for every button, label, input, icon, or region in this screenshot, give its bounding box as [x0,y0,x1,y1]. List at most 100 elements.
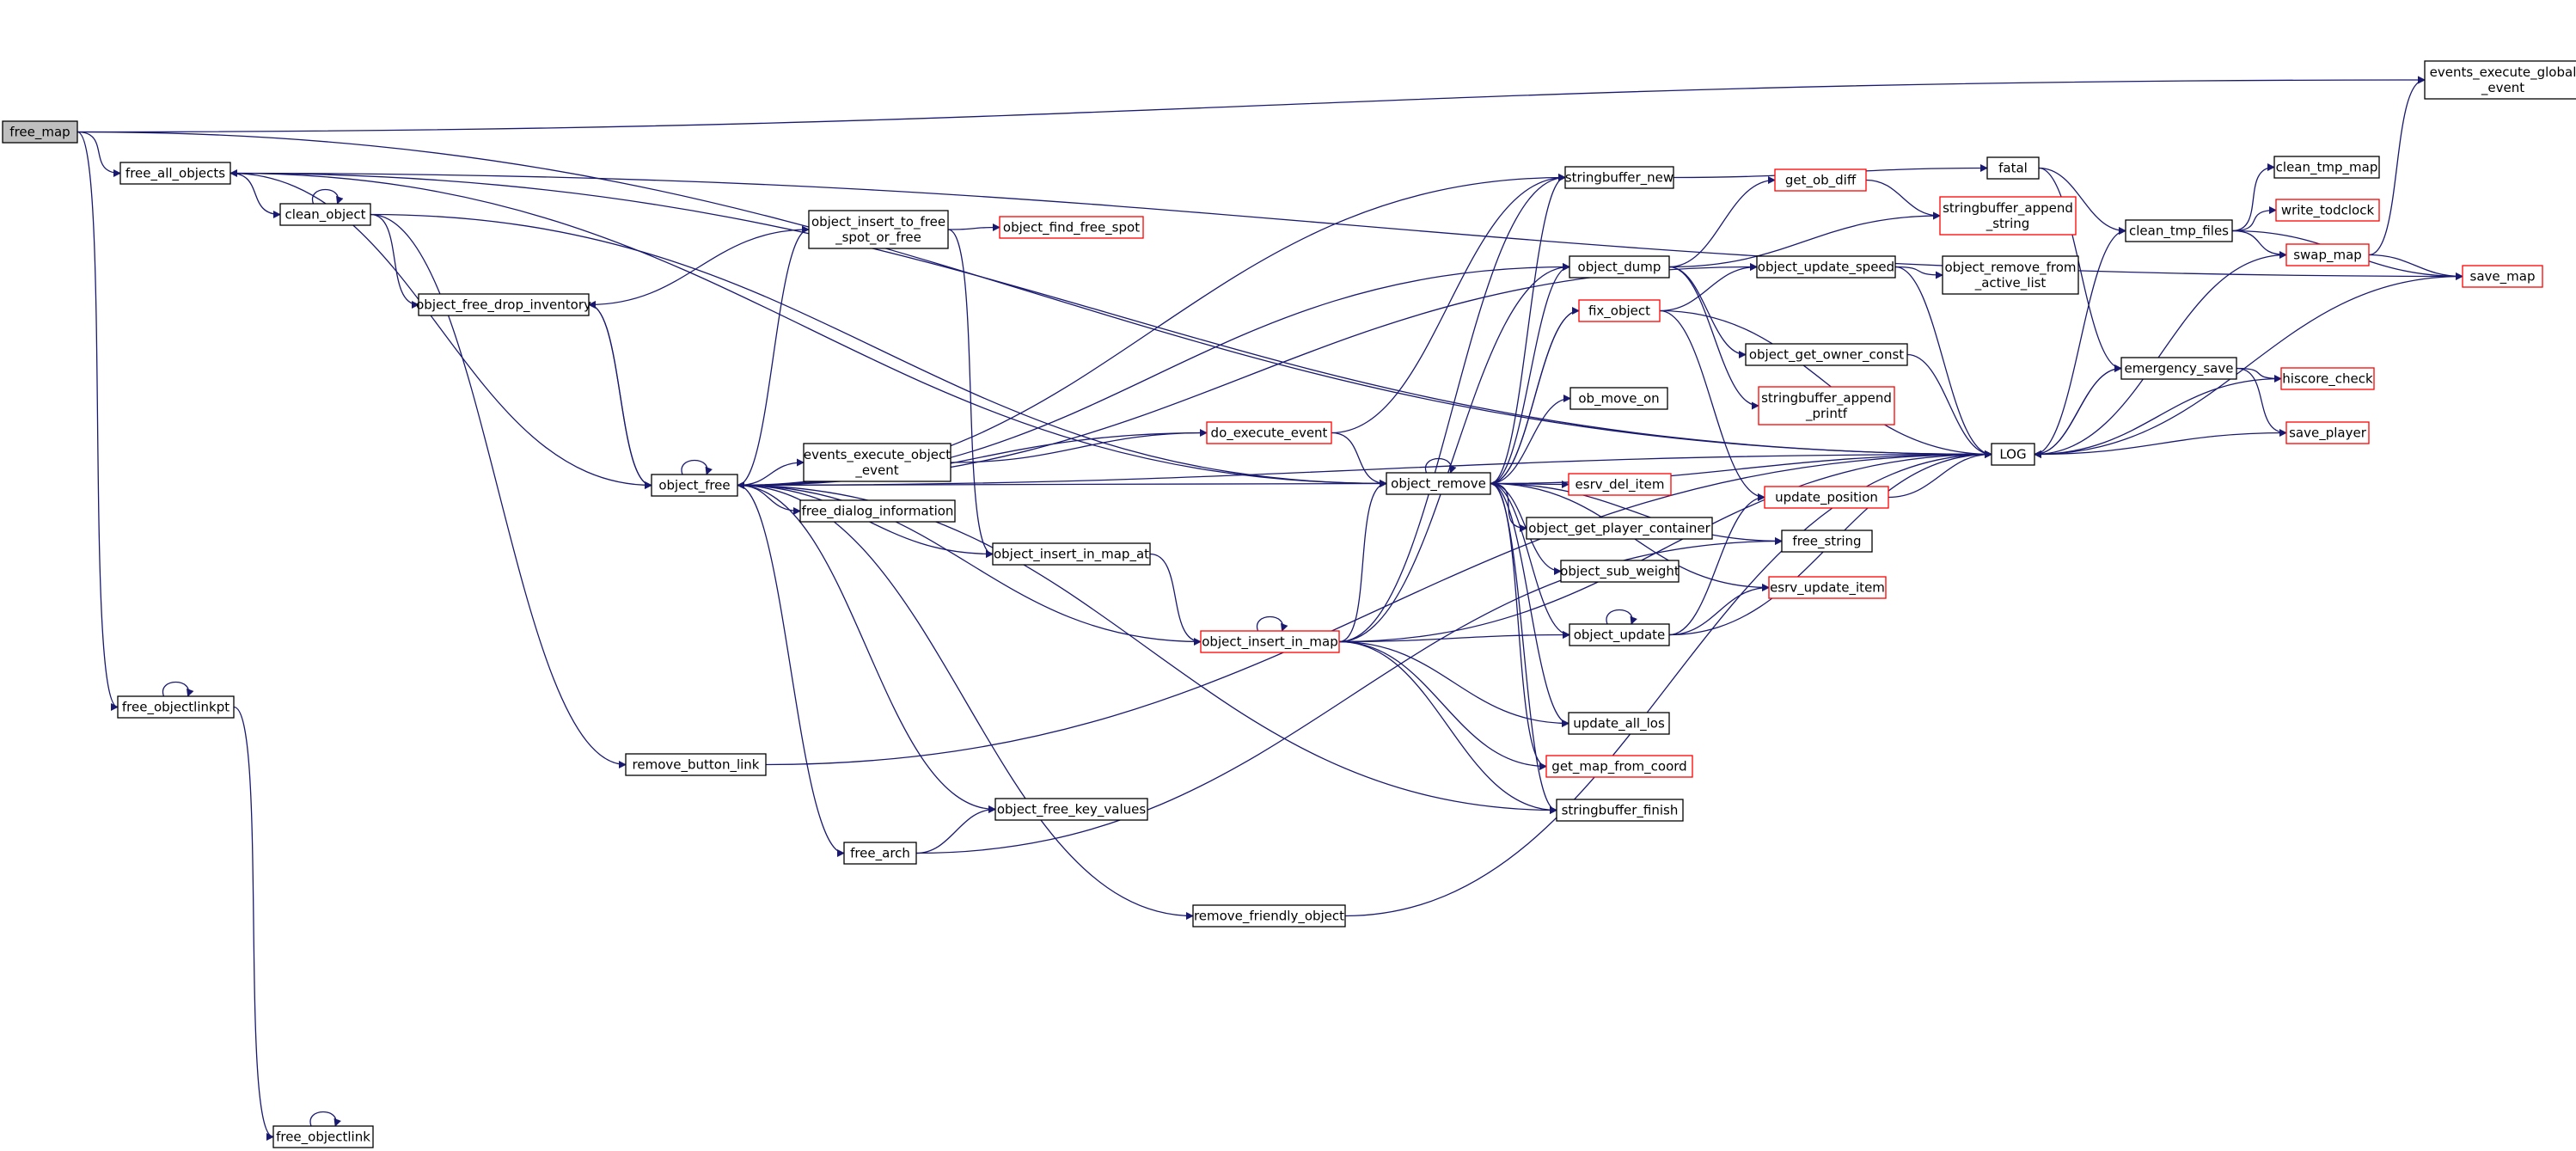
node-stringbuffer-append-string[interactable]: stringbuffer_append_string [1939,196,2077,236]
node-write-todclock[interactable]: write_todclock [2275,199,2380,222]
edge-object_update_speed-to-LOG [1894,266,1992,458]
node-get-ob-diff[interactable]: get_ob_diff [1774,168,1867,192]
node-remove-friendly-object[interactable]: remove_friendly_object [1192,904,1346,928]
edge-free_all_objects-to-LOG [229,172,1992,458]
node-fatal[interactable]: fatal [1986,156,2040,180]
node-do-execute-event[interactable]: do_execute_event [1206,421,1332,444]
node-box [651,474,738,497]
node-remove-button-link[interactable]: remove_button_link [625,753,767,776]
edge-swap_map-to-LOG [2034,254,2287,458]
edge-object_free-to-object_free_key_values [737,484,996,813]
node-box [1564,166,1674,189]
node-box [2285,421,2370,444]
node-esrv-update-item[interactable]: esrv_update_item [1768,576,1887,599]
node-box [1942,255,2079,295]
edge-free_objectlinkpt-to-free_objectlinkpt [162,681,194,697]
node-object-insert-in-map-at[interactable]: object_insert_in_map_at [992,542,1151,566]
node-label: object_insert_in_map [1202,634,1338,651]
node-object-sub-weight[interactable]: object_sub_weight [1560,560,1680,583]
node-object-get-owner-const[interactable]: object_get_owner_const [1745,343,1908,366]
node-LOG[interactable]: LOG [1991,443,2035,466]
node-box [2120,357,2237,380]
edge-free_objectlinkpt-to-free_objectlink [233,706,274,1141]
node-free-objectlink[interactable]: free_objectlink [272,1125,374,1148]
node-box [1578,299,1661,322]
node-label: events_execute_object [804,447,951,463]
edge-object_update-to-object_update [1606,609,1637,625]
node-label: _active_list [1974,275,2047,291]
node-object-get-player-container[interactable]: object_get_player_container [1526,517,1713,540]
node-stringbuffer-append-printf[interactable]: stringbuffer_append_printf [1758,386,1895,426]
node-clean-tmp-map[interactable]: clean_tmp_map [2273,156,2380,179]
node-box [1192,904,1346,928]
node-hiscore-check[interactable]: hiscore_check [2280,367,2375,390]
node-label: _event [854,462,898,479]
node-swap-map[interactable]: swap_map [2285,243,2370,266]
node-box [117,695,235,719]
node-emergency-save[interactable]: emergency_save [2120,357,2237,380]
node-box [2424,60,2576,100]
edge-object_free-to-free_arch [737,484,845,857]
node-free-dialog-information[interactable]: free_dialog_information [799,499,956,523]
node-fix-object[interactable]: fix_object [1578,299,1661,322]
node-events-execute-global-event[interactable]: events_execute_global_event [2424,60,2576,100]
edge-free_map-to-events_execute_global_event [76,76,2426,133]
node-object-update-speed[interactable]: object_update_speed [1756,255,1896,279]
edge-object_insert_in_map-to-object_insert_in_map [1256,615,1288,632]
node-events-execute-object-event[interactable]: events_execute_object_event [803,443,951,482]
node-object-dump[interactable]: object_dump [1569,255,1670,279]
node-stringbuffer-new[interactable]: stringbuffer_new [1564,166,1674,189]
edge-object_remove-to-free_string [1490,482,1783,545]
node-box [992,542,1151,566]
node-clean-object[interactable]: clean_object [279,203,371,226]
node-free-all-objects[interactable]: free_all_objects [119,162,231,185]
node-stringbuffer-finish[interactable]: stringbuffer_finish [1556,799,1684,822]
edge-object_insert_in_map-to-stringbuffer_finish [1338,640,1557,814]
edge-fatal-to-emergency_save [2038,167,2122,372]
node-free-map[interactable]: free_map [2,120,78,144]
node-box [999,216,1144,239]
node-get-map-from-coord[interactable]: get_map_from_coord [1545,755,1693,778]
node-object-update[interactable]: object_update [1569,623,1670,646]
node-label: stringbuffer_finish [1562,803,1679,819]
node-box [1568,473,1672,496]
edge-free_all_objects-to-clean_object [229,172,281,218]
node-free-objectlinkpt[interactable]: free_objectlinkpt [117,695,235,719]
node-clean-tmp-files[interactable]: clean_tmp_files [2125,219,2233,242]
node-ob-move-on[interactable]: ob_move_on [1569,387,1668,410]
node-label: object_update [1574,628,1666,644]
node-box [1569,387,1668,410]
node-label: object_remove_from [1944,260,2076,276]
node-free-arch[interactable]: free_arch [843,842,917,865]
edge-do_execute_event-to-object_free [737,432,1208,489]
node-label: update_all_los [1573,716,1665,732]
node-object-remove-from-active-list[interactable]: object_remove_from_active_list [1942,255,2079,295]
node-update-position[interactable]: update_position [1764,486,1889,509]
edge-object_insert_in_map-to-update_all_los [1338,640,1569,727]
node-update-all-los[interactable]: update_all_los [1568,712,1670,735]
node-object-free-drop-inventory[interactable]: object_free_drop_inventory [416,293,591,316]
node-free-string[interactable]: free_string [1781,530,1873,553]
node-label: free_arch [850,846,910,862]
edge-free_all_objects-to-object_remove [229,172,1387,487]
node-box [1781,530,1873,553]
node-object-free[interactable]: object_free [651,474,738,497]
node-object-insert-in-map[interactable]: object_insert_in_map [1200,630,1340,653]
edge-emergency_save-to-save_player [2236,367,2287,437]
node-box [2462,265,2543,288]
edge-layer [76,76,2463,1141]
node-label: _string [1986,216,2030,232]
node-label: swap_map [2293,248,2362,264]
node-object-find-free-spot[interactable]: object_find_free_spot [999,216,1144,239]
node-save-player[interactable]: save_player [2285,421,2370,444]
node-box [1545,755,1693,778]
edge-LOG-to-emergency_save [2034,364,2122,456]
node-save-map[interactable]: save_map [2462,265,2543,288]
node-esrv-del-item[interactable]: esrv_del_item [1568,473,1672,496]
edge-fix_object-to-LOG [1659,309,1992,458]
node-object-insert-to-free-spot-or-free[interactable]: object_insert_to_free_spot_or_free [808,210,949,249]
node-object-remove[interactable]: object_remove [1386,472,1491,495]
node-object-free-key-values[interactable]: object_free_key_values [994,798,1148,821]
edge-clean_tmp_files-to-clean_tmp_map [2231,163,2275,232]
node-label: free_objectlinkpt [122,700,229,716]
